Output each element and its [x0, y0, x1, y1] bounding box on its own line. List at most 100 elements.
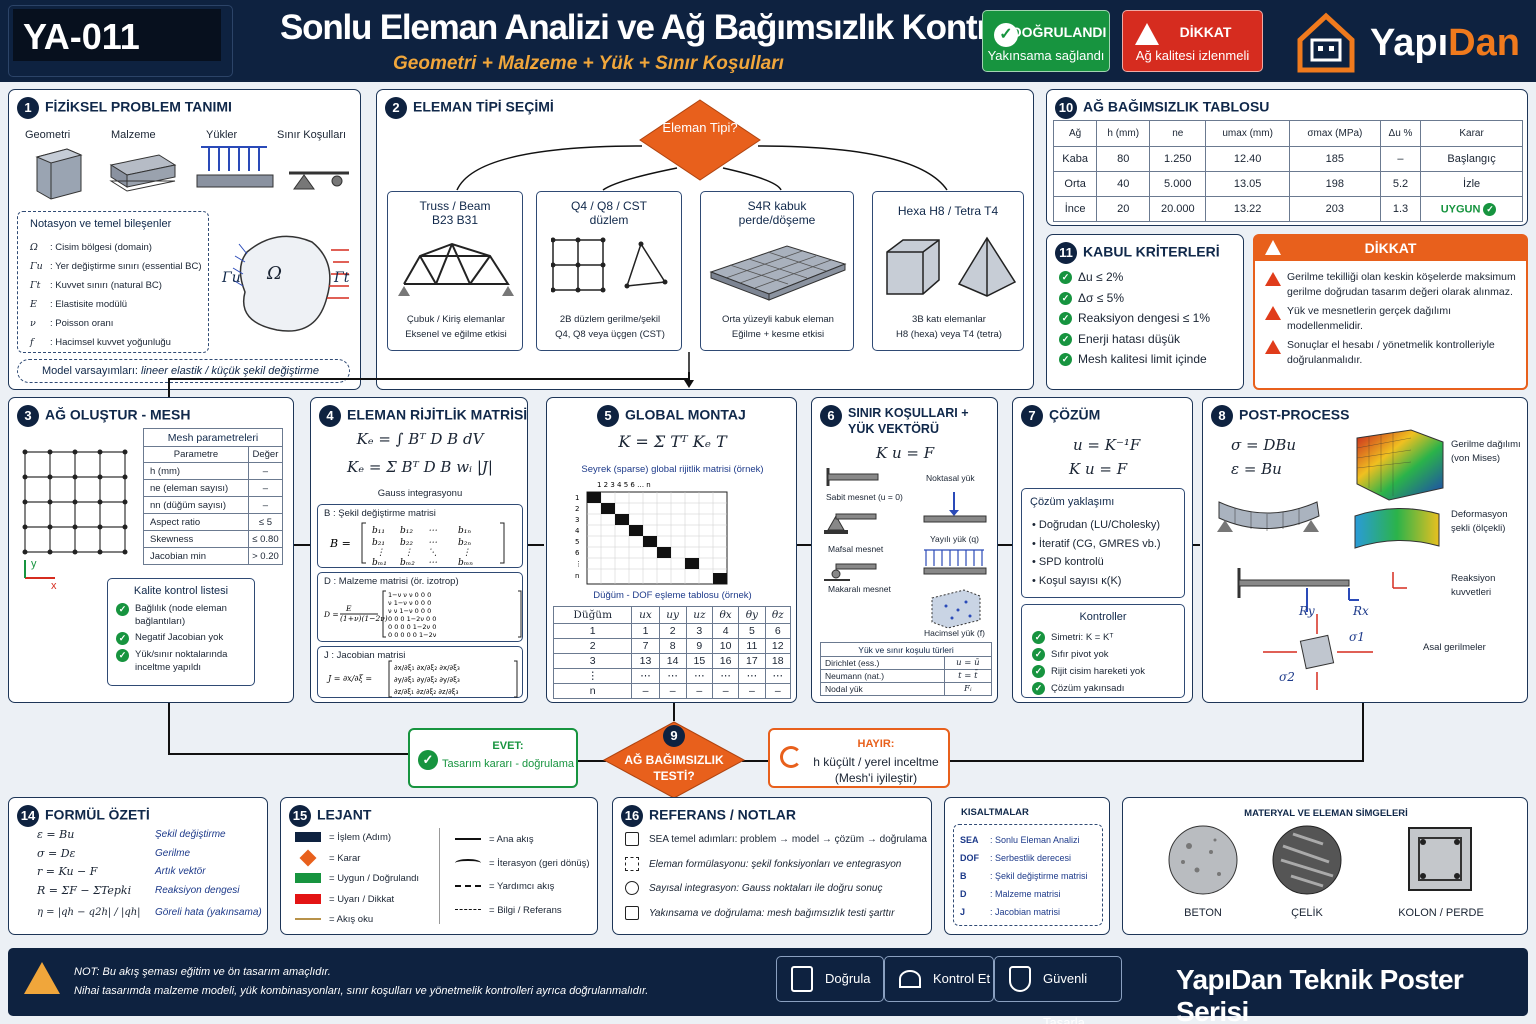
pin-support-label: Mafsal mesnet — [828, 544, 884, 554]
step-number: 9 — [663, 725, 685, 747]
check-icon: ✓ — [116, 632, 129, 645]
verdict-ok: UYGUN — [1440, 202, 1481, 215]
fixed-support-label: Sabit mesnet (u = 0) — [826, 492, 903, 502]
check-icon: ✓ — [1059, 291, 1072, 305]
panel-title: FİZİKSEL PROBLEM TANIMI — [45, 98, 232, 115]
assumption-box: Model varsayımları: lineer elastik / küç… — [17, 359, 350, 383]
footer-note-1: NOT: Bu akış şeması eğitim ve ön tasarım… — [74, 966, 331, 978]
check-icon: ✓ — [1059, 271, 1072, 285]
svg-text:⋮: ⋮ — [575, 560, 582, 568]
bc-types-table: Yük ve sınır koşulu türleri Dirichlet (e… — [820, 642, 993, 696]
element-truss-beam: Truss / Beam B23 B31 Çubuk / Kiriş elema… — [387, 191, 523, 351]
table-row: nn (düğüm sayısı)– — [143, 496, 284, 514]
svg-text:b₁ₙ: b₁ₙ — [458, 526, 471, 536]
panel-title: SINIR KOŞULLARI + YÜK VEKTÖRÜ — [848, 406, 969, 436]
element-q4-q8-cst: Q4 / Q8 / CST düzlem 2B düzlem gerilme/ş… — [536, 191, 682, 351]
yes-box: ✓ EVET: Tasarım kararı - doğrulama — [408, 728, 578, 788]
dist-load-label: Yayılı yük (q) — [930, 534, 979, 544]
solution-eq2: K u = F — [1069, 460, 1128, 478]
check-icon: ✓ — [1483, 202, 1497, 216]
legend-aux-arrow — [455, 885, 481, 888]
check-icon: ✓ — [1059, 332, 1072, 346]
truss-icon — [398, 242, 514, 296]
warning-icon — [1265, 306, 1281, 320]
svg-text:bₘ₂: bₘ₂ — [400, 558, 415, 567]
assumption-label: Model varsayımları: — [42, 365, 138, 377]
step-number: 16 — [621, 805, 643, 827]
table-row: ne (eleman sayısı)– — [143, 479, 284, 497]
flow-arrow — [673, 703, 675, 721]
mesh-grid — [22, 449, 128, 579]
legend-ok-swatch — [295, 873, 321, 884]
flow-arrow — [578, 760, 606, 762]
footer-bar: NOT: Bu akış şeması eğitim ve ön tasarım… — [8, 948, 1528, 1024]
page-subtitle: Geometri + Malzeme + Yük + Sınır Koşulla… — [393, 53, 784, 74]
shell-icon — [709, 245, 847, 301]
check-icon: ✓ — [1032, 647, 1045, 661]
warning-icon — [24, 962, 60, 994]
col-boundary: Sınır Koşulları — [277, 129, 347, 141]
flow-arrow — [294, 544, 310, 546]
check-icon: ✓ — [116, 603, 129, 616]
svg-text:bₘₙ: bₘₙ — [458, 558, 473, 567]
post-eq1: σ = DBu — [1231, 436, 1297, 454]
check-icon: ✓ — [116, 649, 129, 662]
gauss-label: Gauss integrasyonu — [377, 488, 463, 499]
shield-icon — [1009, 966, 1031, 992]
svg-text:bₘ₁: bₘ₁ — [372, 558, 387, 567]
svg-text:ν ν 1−ν 0 0 0: ν ν 1−ν 0 0 0 — [388, 607, 431, 615]
sigma1-label: σ1 — [1349, 630, 1365, 644]
stiffness-eq1: Kₑ = ∫ Bᵀ D B dV — [356, 430, 484, 448]
assumption-text: lineer elastik / küçük şekil değiştirme — [141, 365, 319, 377]
j-matrix-box: J : Jacobian matrisi J = ∂x/∂ξ = ∂x/∂ξ₁ … — [317, 646, 523, 698]
svg-text:b₂ₙ: b₂ₙ — [458, 538, 471, 548]
solution-checks-box: Kontroller ✓Simetri: K = Kᵀ ✓Sıfır pivot… — [1021, 604, 1185, 698]
d-matrix-glyph: D =E(1+ν)(1−2ν) 1−ν ν ν 0 0 0ν 1−ν ν 0 0… — [323, 590, 522, 639]
svg-text:2: 2 — [575, 505, 579, 513]
table-row: n–––––– — [552, 683, 791, 699]
panel-title: MATERYAL VE ELEMAN SİMGELERİ — [1244, 808, 1408, 819]
element-s4r-shell: S4R kabuk perde/döşeme Orta yüzeyli kabu… — [700, 191, 854, 351]
panel-warning: DİKKAT Gerilme tekilliği olan keskin köş… — [1253, 234, 1528, 390]
stiffness-eq2: Kₑ = Σ Bᵀ D B wᵢ |J| — [347, 458, 493, 476]
check-button[interactable]: Kontrol Et — [884, 956, 994, 1002]
flowchart-icon — [625, 856, 639, 871]
refresh-icon — [780, 746, 802, 768]
svg-text:5: 5 — [575, 538, 579, 546]
material-icons — [1168, 825, 1472, 895]
svg-text:(1+ν)(1−2ν): (1+ν)(1−2ν) — [340, 614, 388, 623]
panel-title: FORMÜL ÖZETİ — [45, 806, 150, 823]
material-label: ÇELİK — [1291, 907, 1323, 919]
svg-text:B =: B = — [329, 537, 351, 550]
safe-design-button[interactable]: Güvenli Tasarla — [994, 956, 1122, 1024]
svg-text:E: E — [345, 604, 352, 613]
step-number: 7 — [1021, 405, 1043, 427]
check-icon: ✓ — [418, 750, 438, 770]
warning-title: DİKKAT — [1364, 240, 1417, 256]
svg-text:∂y/∂ξ₁ ∂y/∂ξ₂ ∂y/∂ξ₃: ∂y/∂ξ₁ ∂y/∂ξ₂ ∂y/∂ξ₃ — [394, 676, 460, 684]
svg-text:0 0 0 0 0 1−2ν: 0 0 0 0 0 1−2ν — [388, 631, 437, 639]
sigma2-label: σ2 — [1279, 670, 1295, 684]
panel-title: LEJANT — [317, 806, 372, 823]
svg-text:⋯: ⋯ — [428, 538, 437, 548]
element-decision: Eleman Tipi? — [662, 120, 738, 135]
step-number: 5 — [597, 405, 619, 427]
verify-button[interactable]: Doğrula — [776, 956, 884, 1002]
footer-note-2: Nihai tasarımda malzeme modeli, yük komb… — [74, 985, 649, 997]
sparse-label: Seyrek (sparse) global rijitlik matrisi … — [581, 464, 764, 475]
acceptance-list: ✓Δu ≤ 2% ✓Δσ ≤ 5% ✓Reaksiyon dengesi ≤ 1… — [1059, 267, 1210, 370]
table-row: ⋮⋯⋯⋯⋯⋯⋯ — [552, 668, 791, 684]
problem-icons — [35, 146, 349, 200]
